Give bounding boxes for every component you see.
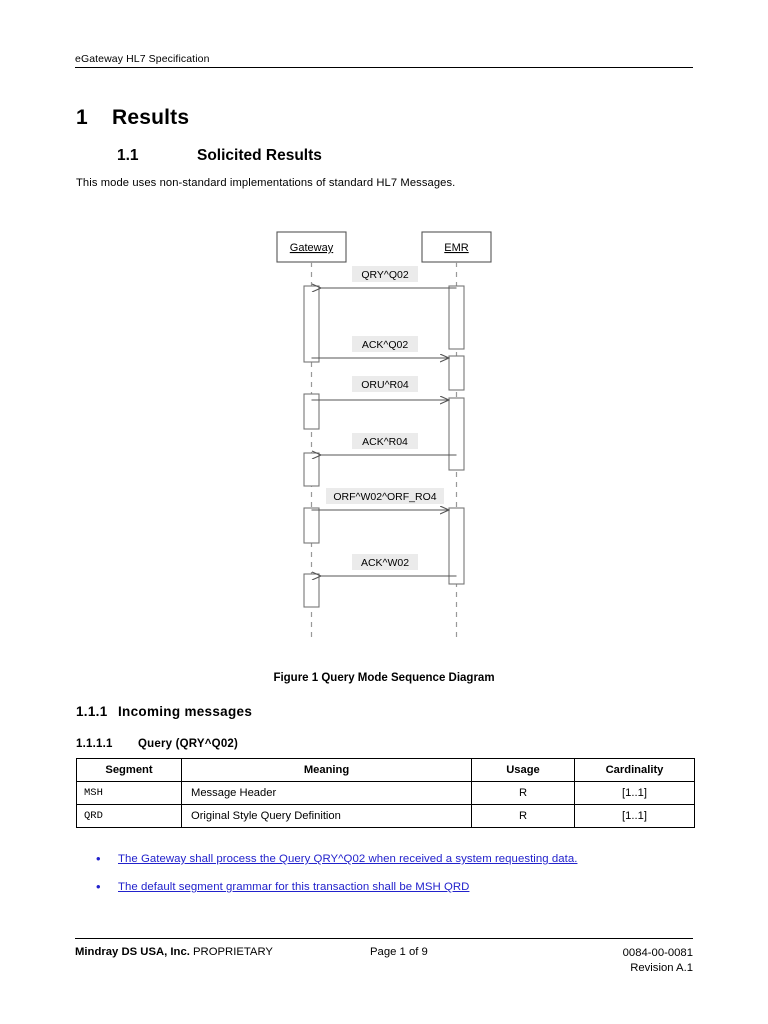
participant-emr-label: EMR: [444, 242, 469, 254]
column-header-meaning: Meaning: [181, 758, 472, 782]
footer-left: Mindray DS USA, Inc. PROPRIETARY: [75, 946, 273, 958]
list-item: • The default segment grammar for this t…: [96, 880, 696, 894]
activation-gateway-3: [303, 452, 320, 487]
list-item-text: The default segment grammar for this tra…: [118, 881, 470, 893]
message-label-5: ORF^W02^ORF_RO4: [333, 491, 436, 503]
activation-gateway-5: [303, 573, 320, 608]
message-label-1: QRY^Q02: [361, 269, 408, 281]
heading-1-1-1: 1.1.1 Incoming messages: [76, 704, 252, 719]
footer-page-indicator: Page 1 of 9: [370, 946, 428, 958]
participant-gateway-label: Gateway: [290, 242, 334, 254]
heading-1-1-1-1-text: Query (QRY^Q02): [138, 738, 239, 750]
activation-emr-4: [448, 507, 465, 585]
figure-caption: Figure 1 Query Mode Sequence Diagram: [273, 672, 495, 684]
heading-1-1-1-1: 1.1.1.1 Query (QRY^Q02): [76, 738, 238, 750]
intro-paragraph: This mode uses non-standard implementati…: [76, 177, 456, 189]
footer-rule: [75, 938, 693, 939]
message-label-3: ORU^R04: [361, 379, 409, 391]
message-label-2: ACK^Q02: [362, 339, 409, 351]
heading-1: 1 Results: [76, 106, 189, 130]
heading-1-1-1-number: 1.1.1: [76, 704, 108, 719]
column-header-usage: Usage: [471, 758, 575, 782]
requirement-list: • The Gateway shall process the Query QR…: [96, 852, 696, 908]
cell-usage: R: [471, 804, 575, 828]
activation-gateway-1: [303, 285, 320, 363]
message-ack-w02: ACK^W02: [320, 554, 457, 576]
heading-1-1-text: Solicited Results: [197, 147, 322, 164]
header-rule: [75, 67, 693, 68]
message-orf-w02: ORF^W02^ORF_RO4: [311, 488, 450, 510]
segment-table: Segment Meaning Usage Cardinality MSH Me…: [76, 758, 695, 828]
message-label-4: ACK^R04: [362, 436, 408, 448]
participant-emr: EMR: [421, 231, 492, 263]
sequence-diagram-svg: Gateway EMR QRY^Q02: [276, 231, 492, 640]
footer-company: Mindray DS USA, Inc.: [75, 946, 190, 958]
page-footer: Mindray DS USA, Inc. PROPRIETARY Page 1 …: [75, 938, 693, 980]
heading-1-1-1-text: Incoming messages: [118, 704, 253, 719]
cell-segment: MSH: [76, 781, 182, 805]
footer-classification: PROPRIETARY: [193, 946, 273, 958]
cell-usage: R: [471, 781, 575, 805]
activation-gateway-4: [303, 507, 320, 544]
message-ack-r04: ACK^R04: [320, 433, 457, 455]
heading-1-text: Results: [112, 106, 190, 129]
footer-right: 0084-00-0081 Revision A.1: [623, 946, 693, 976]
column-header-cardinality: Cardinality: [574, 758, 695, 782]
cell-meaning: Original Style Query Definition: [181, 804, 472, 828]
footer-doc-number: 0084-00-0081: [622, 947, 693, 959]
heading-1-1-number: 1.1: [117, 147, 139, 164]
running-header-title: eGateway HL7 Specification: [75, 53, 210, 65]
message-label-6: ACK^W02: [361, 557, 409, 569]
participant-gateway: Gateway: [276, 231, 347, 263]
running-header: eGateway HL7 Specification: [75, 53, 693, 68]
bullet-icon: •: [96, 879, 101, 894]
bullet-icon: •: [96, 851, 101, 866]
heading-1-1-1-1-number: 1.1.1.1: [76, 738, 113, 750]
activation-emr-3: [448, 397, 465, 471]
activation-gateway-2: [303, 393, 320, 430]
cell-segment: QRD: [76, 804, 182, 828]
activation-emr-2: [448, 355, 465, 391]
heading-1-number: 1: [76, 106, 88, 129]
message-ack-q02: ACK^Q02: [311, 336, 450, 358]
footer-revision: Revision A.1: [630, 962, 693, 974]
list-item-text: The Gateway shall process the Query QRY^…: [118, 853, 578, 865]
cell-meaning: Message Header: [181, 781, 472, 805]
table-row: MSH Message Header R [1..1]: [76, 781, 695, 805]
table-row: QRD Original Style Query Definition R [1…: [76, 804, 695, 828]
table-header-row: Segment Meaning Usage Cardinality: [76, 758, 695, 782]
activation-emr-1: [448, 285, 465, 350]
message-qry-q02: QRY^Q02: [320, 266, 457, 288]
sequence-diagram: Gateway EMR QRY^Q02: [0, 222, 768, 652]
cell-cardinality: [1..1]: [574, 804, 695, 828]
heading-1-1: 1.1 Solicited Results: [117, 147, 322, 165]
list-item: • The Gateway shall process the Query QR…: [96, 852, 696, 866]
cell-cardinality: [1..1]: [574, 781, 695, 805]
column-header-segment: Segment: [76, 758, 182, 782]
message-oru-r04: ORU^R04: [311, 376, 450, 400]
